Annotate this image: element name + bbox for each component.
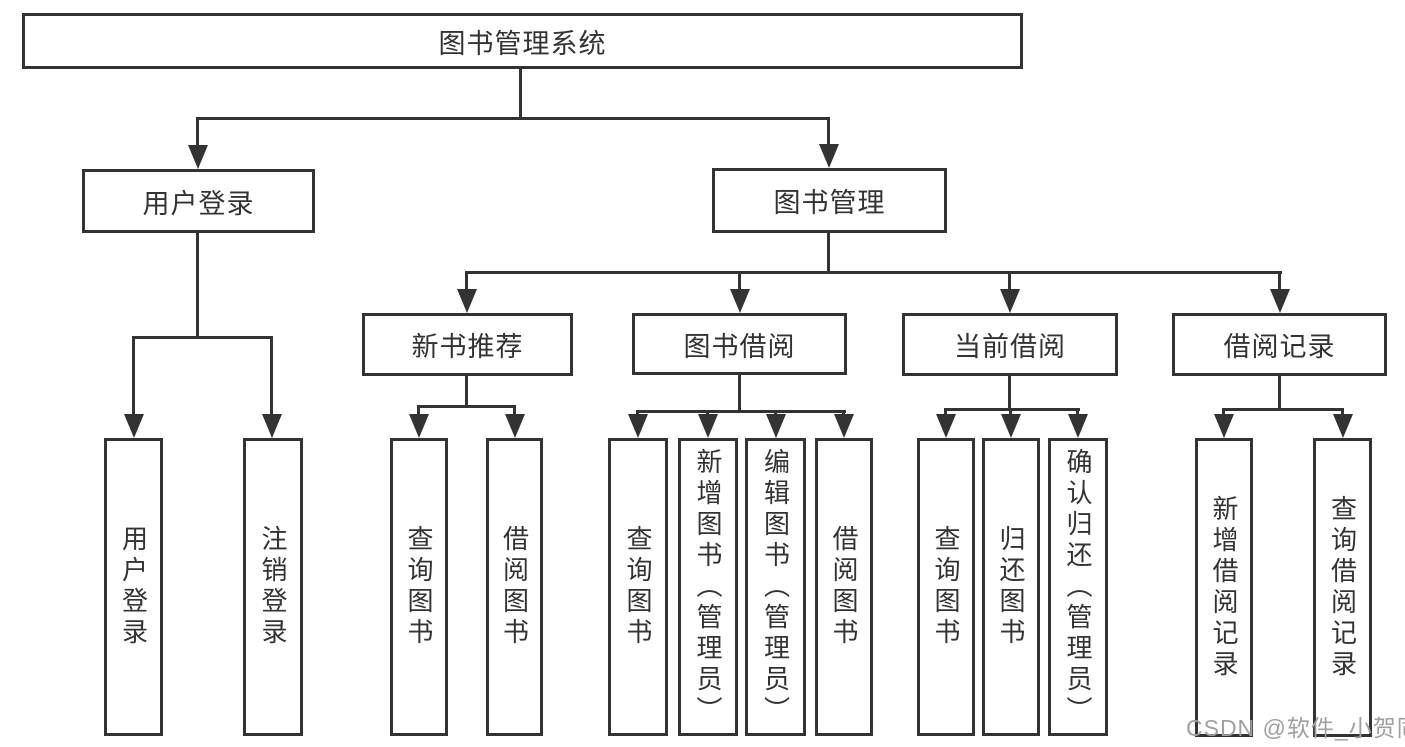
connector-new-book-rail [417, 405, 516, 408]
connector-drop [944, 408, 947, 417]
arrow-down-icon [834, 414, 854, 438]
arrow-down-icon [124, 414, 144, 438]
connector-drop [1009, 408, 1012, 417]
arrow-down-icon [188, 145, 208, 169]
connector-book-management-trunk [827, 231, 830, 274]
connector-new-book-trunk [465, 374, 468, 407]
leaf-add-borrow-record: 新增借阅记录 [1195, 438, 1253, 737]
leaf-label: 查询图书 [404, 525, 434, 649]
connector-drop-login-leaf [132, 336, 135, 414]
arrow-down-icon [1068, 414, 1088, 438]
arrow-down-icon [698, 414, 718, 438]
node-borrowing-records: 借阅记录 [1172, 313, 1387, 376]
leaf-query-books: 查询图书 [390, 438, 448, 736]
arrow-down-icon [1214, 414, 1234, 438]
leaf-label: 编辑图书（管理员） [760, 447, 791, 727]
connector-book-borrowing-trunk [738, 373, 741, 412]
node-label: 用户登录 [142, 188, 255, 219]
leaf-edit-books-admin: 编辑图书（管理员） [745, 438, 806, 736]
leaf-borrow-books: 借阅图书 [486, 438, 543, 736]
arrow-down-icon [936, 414, 956, 438]
connector-drop-book-management [827, 117, 830, 148]
connector-drop-book-borrowing [738, 271, 741, 294]
connector-drop [417, 405, 420, 416]
csdn-watermark: CSDN @软件_小贺同学 [1186, 715, 1405, 741]
node-label: 新书推荐 [411, 332, 524, 362]
connector-current-borrowing-trunk [1008, 374, 1011, 410]
connector-level2-rail [465, 271, 1282, 274]
node-new-book-recommend: 新书推荐 [362, 313, 573, 376]
connector-book-borrowing-rail [636, 410, 846, 413]
connector-drop [1222, 408, 1225, 417]
leaf-return-books: 归还图书 [982, 438, 1040, 736]
leaf-label: 确认归还（管理员） [1063, 447, 1093, 727]
leaf-label: 查询图书 [623, 525, 653, 649]
arrow-down-icon [1000, 289, 1020, 313]
connector-borrowing-records-rail [1222, 408, 1344, 411]
leaf-label: 新增借阅记录 [1209, 494, 1239, 681]
connector-level1-rail [196, 117, 830, 120]
leaf-query-borrow-record: 查询借阅记录 [1313, 438, 1372, 737]
arrow-down-icon [1333, 414, 1353, 438]
leaf-label: 新增图书（管理员） [693, 447, 723, 727]
leaf-query-books: 查询图书 [917, 438, 975, 736]
connector-drop-current-borrowing [1008, 271, 1011, 294]
arrow-down-icon [1001, 414, 1021, 438]
connector-drop [1341, 408, 1344, 417]
node-user-login: 用户登录 [82, 169, 315, 233]
connector-drop-new-book [465, 271, 468, 294]
arrow-down-icon [1270, 289, 1290, 313]
connector-drop-logout-leaf [270, 336, 273, 414]
arrow-down-icon [457, 289, 477, 313]
leaf-query-books: 查询图书 [608, 438, 668, 736]
arrow-down-icon [262, 414, 282, 438]
arrow-down-icon [628, 414, 648, 438]
leaf-user-login: 用户登录 [104, 438, 163, 736]
leaf-label: 归还图书 [996, 525, 1026, 649]
node-label: 当前借阅 [954, 332, 1066, 362]
node-label: 图书借阅 [683, 331, 796, 362]
connector-drop-user-login [196, 117, 199, 148]
leaf-label: 借阅图书 [499, 525, 530, 649]
connector-current-borrowing-rail [944, 408, 1080, 411]
arrow-down-icon [730, 289, 750, 313]
node-label: 图书管理 [773, 188, 886, 218]
leaf-add-books-admin: 新增图书（管理员） [678, 438, 738, 736]
leaf-label: 借阅图书 [829, 525, 859, 649]
arrow-down-icon [505, 414, 525, 438]
node-library-management-system: 图书管理系统 [22, 13, 1023, 69]
leaf-label: 查询图书 [931, 525, 961, 649]
leaf-logout: 注销登录 [243, 438, 303, 736]
leaf-label: 查询借阅记录 [1327, 494, 1358, 681]
node-book-management: 图书管理 [712, 168, 947, 233]
leaf-borrow-books: 借阅图书 [815, 438, 873, 736]
leaf-confirm-return-admin: 确认归还（管理员） [1048, 438, 1108, 736]
arrow-down-icon [409, 414, 429, 438]
arrow-down-icon [819, 144, 839, 168]
connector-user-login-rail [132, 336, 273, 339]
arrow-down-icon [766, 414, 786, 438]
connector-drop [513, 405, 516, 416]
node-label: 借阅记录 [1223, 332, 1336, 362]
connector-root-trunk [519, 67, 522, 119]
leaf-label: 注销登录 [258, 525, 288, 649]
connector-user-login-trunk [196, 231, 199, 338]
node-label: 图书管理系统 [438, 28, 607, 59]
leaf-label: 用户登录 [118, 525, 149, 649]
connector-drop [1076, 408, 1079, 417]
connector-borrowing-records-trunk [1278, 374, 1281, 410]
node-current-borrowing: 当前借阅 [902, 313, 1118, 376]
node-book-borrowing: 图书借阅 [632, 313, 847, 375]
connector-drop-borrowing-records [1278, 271, 1281, 294]
